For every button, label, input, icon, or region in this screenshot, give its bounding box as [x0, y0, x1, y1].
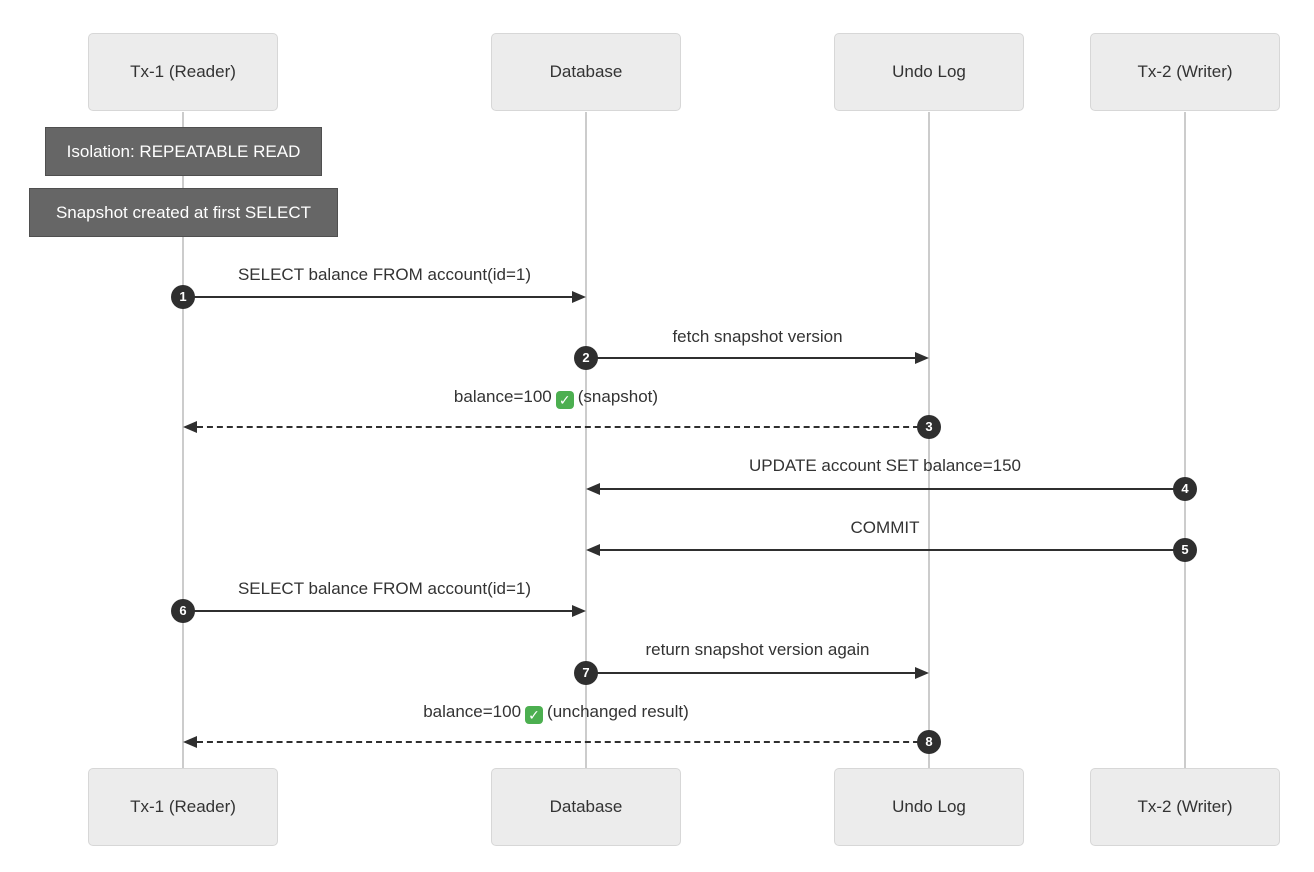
sequence-number-badge: 5: [1173, 538, 1197, 562]
lifeline-database: [585, 112, 587, 768]
arrowhead-left-icon: [586, 483, 600, 495]
sequence-number-badge: 1: [171, 285, 195, 309]
message-4-label: UPDATE account SET balance=150: [749, 456, 1021, 475]
message-8-text-post: (unchanged result): [547, 702, 689, 721]
message-4-line: [600, 488, 1184, 490]
lifeline-tx2: [1184, 112, 1186, 768]
lifeline-tx1: [182, 112, 184, 768]
message-6-label: SELECT balance FROM account(id=1): [237, 579, 532, 598]
actor-box-tx2-top: Tx-2 (Writer): [1090, 33, 1280, 111]
green-check-icon: ✓: [525, 706, 544, 724]
green-check-icon: ✓: [555, 391, 574, 409]
sequence-number-badge: 8: [917, 730, 941, 754]
message-8-line: [197, 741, 929, 743]
sequence-number-badge: 6: [171, 599, 195, 623]
message-5-label: COMMIT: [850, 518, 920, 537]
note-snapshot-created: Snapshot created at first SELECT: [29, 188, 338, 237]
message-2-line: [586, 357, 915, 359]
actor-box-tx1-bottom: Tx-1 (Reader): [88, 768, 278, 846]
message-7-line: [586, 672, 915, 674]
actor-label: Undo Log: [892, 797, 966, 816]
message-3-text-post: (snapshot): [577, 387, 659, 406]
actor-label: Tx-2 (Writer): [1137, 62, 1233, 81]
message-8-text-pre: balance=100: [423, 702, 522, 721]
actor-label: Database: [549, 797, 623, 816]
note-isolation-level: Isolation: REPEATABLE READ: [45, 127, 322, 176]
actor-label: Database: [549, 62, 623, 81]
arrowhead-right-icon: [915, 667, 929, 679]
message-6-line: [183, 610, 572, 612]
message-5-line: [600, 549, 1184, 551]
message-1-label: SELECT balance FROM account(id=1): [237, 265, 532, 284]
arrowhead-right-icon: [915, 352, 929, 364]
message-8-label: balance=100✓(unchanged result): [183, 700, 929, 724]
arrowhead-left-icon: [183, 421, 197, 433]
actor-box-undo-log-top: Undo Log: [834, 33, 1024, 111]
message-3-label: balance=100✓(snapshot): [183, 385, 929, 409]
lifeline-undo-log: [928, 112, 930, 768]
sequence-number-badge: 2: [574, 346, 598, 370]
sequence-number-badge: 3: [917, 415, 941, 439]
actor-box-database-top: Database: [491, 33, 681, 111]
message-7-label: return snapshot version again: [645, 640, 870, 659]
arrowhead-left-icon: [586, 544, 600, 556]
actor-box-database-bottom: Database: [491, 768, 681, 846]
message-3-line: [197, 426, 929, 428]
arrowhead-left-icon: [183, 736, 197, 748]
actor-label: Tx-1 (Reader): [130, 797, 236, 816]
sequence-number-badge: 7: [574, 661, 598, 685]
message-1-line: [183, 296, 572, 298]
message-2-label: fetch snapshot version: [672, 327, 843, 346]
sequence-number-badge: 4: [1173, 477, 1197, 501]
actor-label: Tx-1 (Reader): [130, 62, 236, 81]
arrowhead-right-icon: [572, 605, 586, 617]
actor-box-tx1-top: Tx-1 (Reader): [88, 33, 278, 111]
message-3-text-pre: balance=100: [453, 387, 552, 406]
actor-box-tx2-bottom: Tx-2 (Writer): [1090, 768, 1280, 846]
actor-label: Undo Log: [892, 62, 966, 81]
actor-box-undo-log-bottom: Undo Log: [834, 768, 1024, 846]
actor-label: Tx-2 (Writer): [1137, 797, 1233, 816]
arrowhead-right-icon: [572, 291, 586, 303]
